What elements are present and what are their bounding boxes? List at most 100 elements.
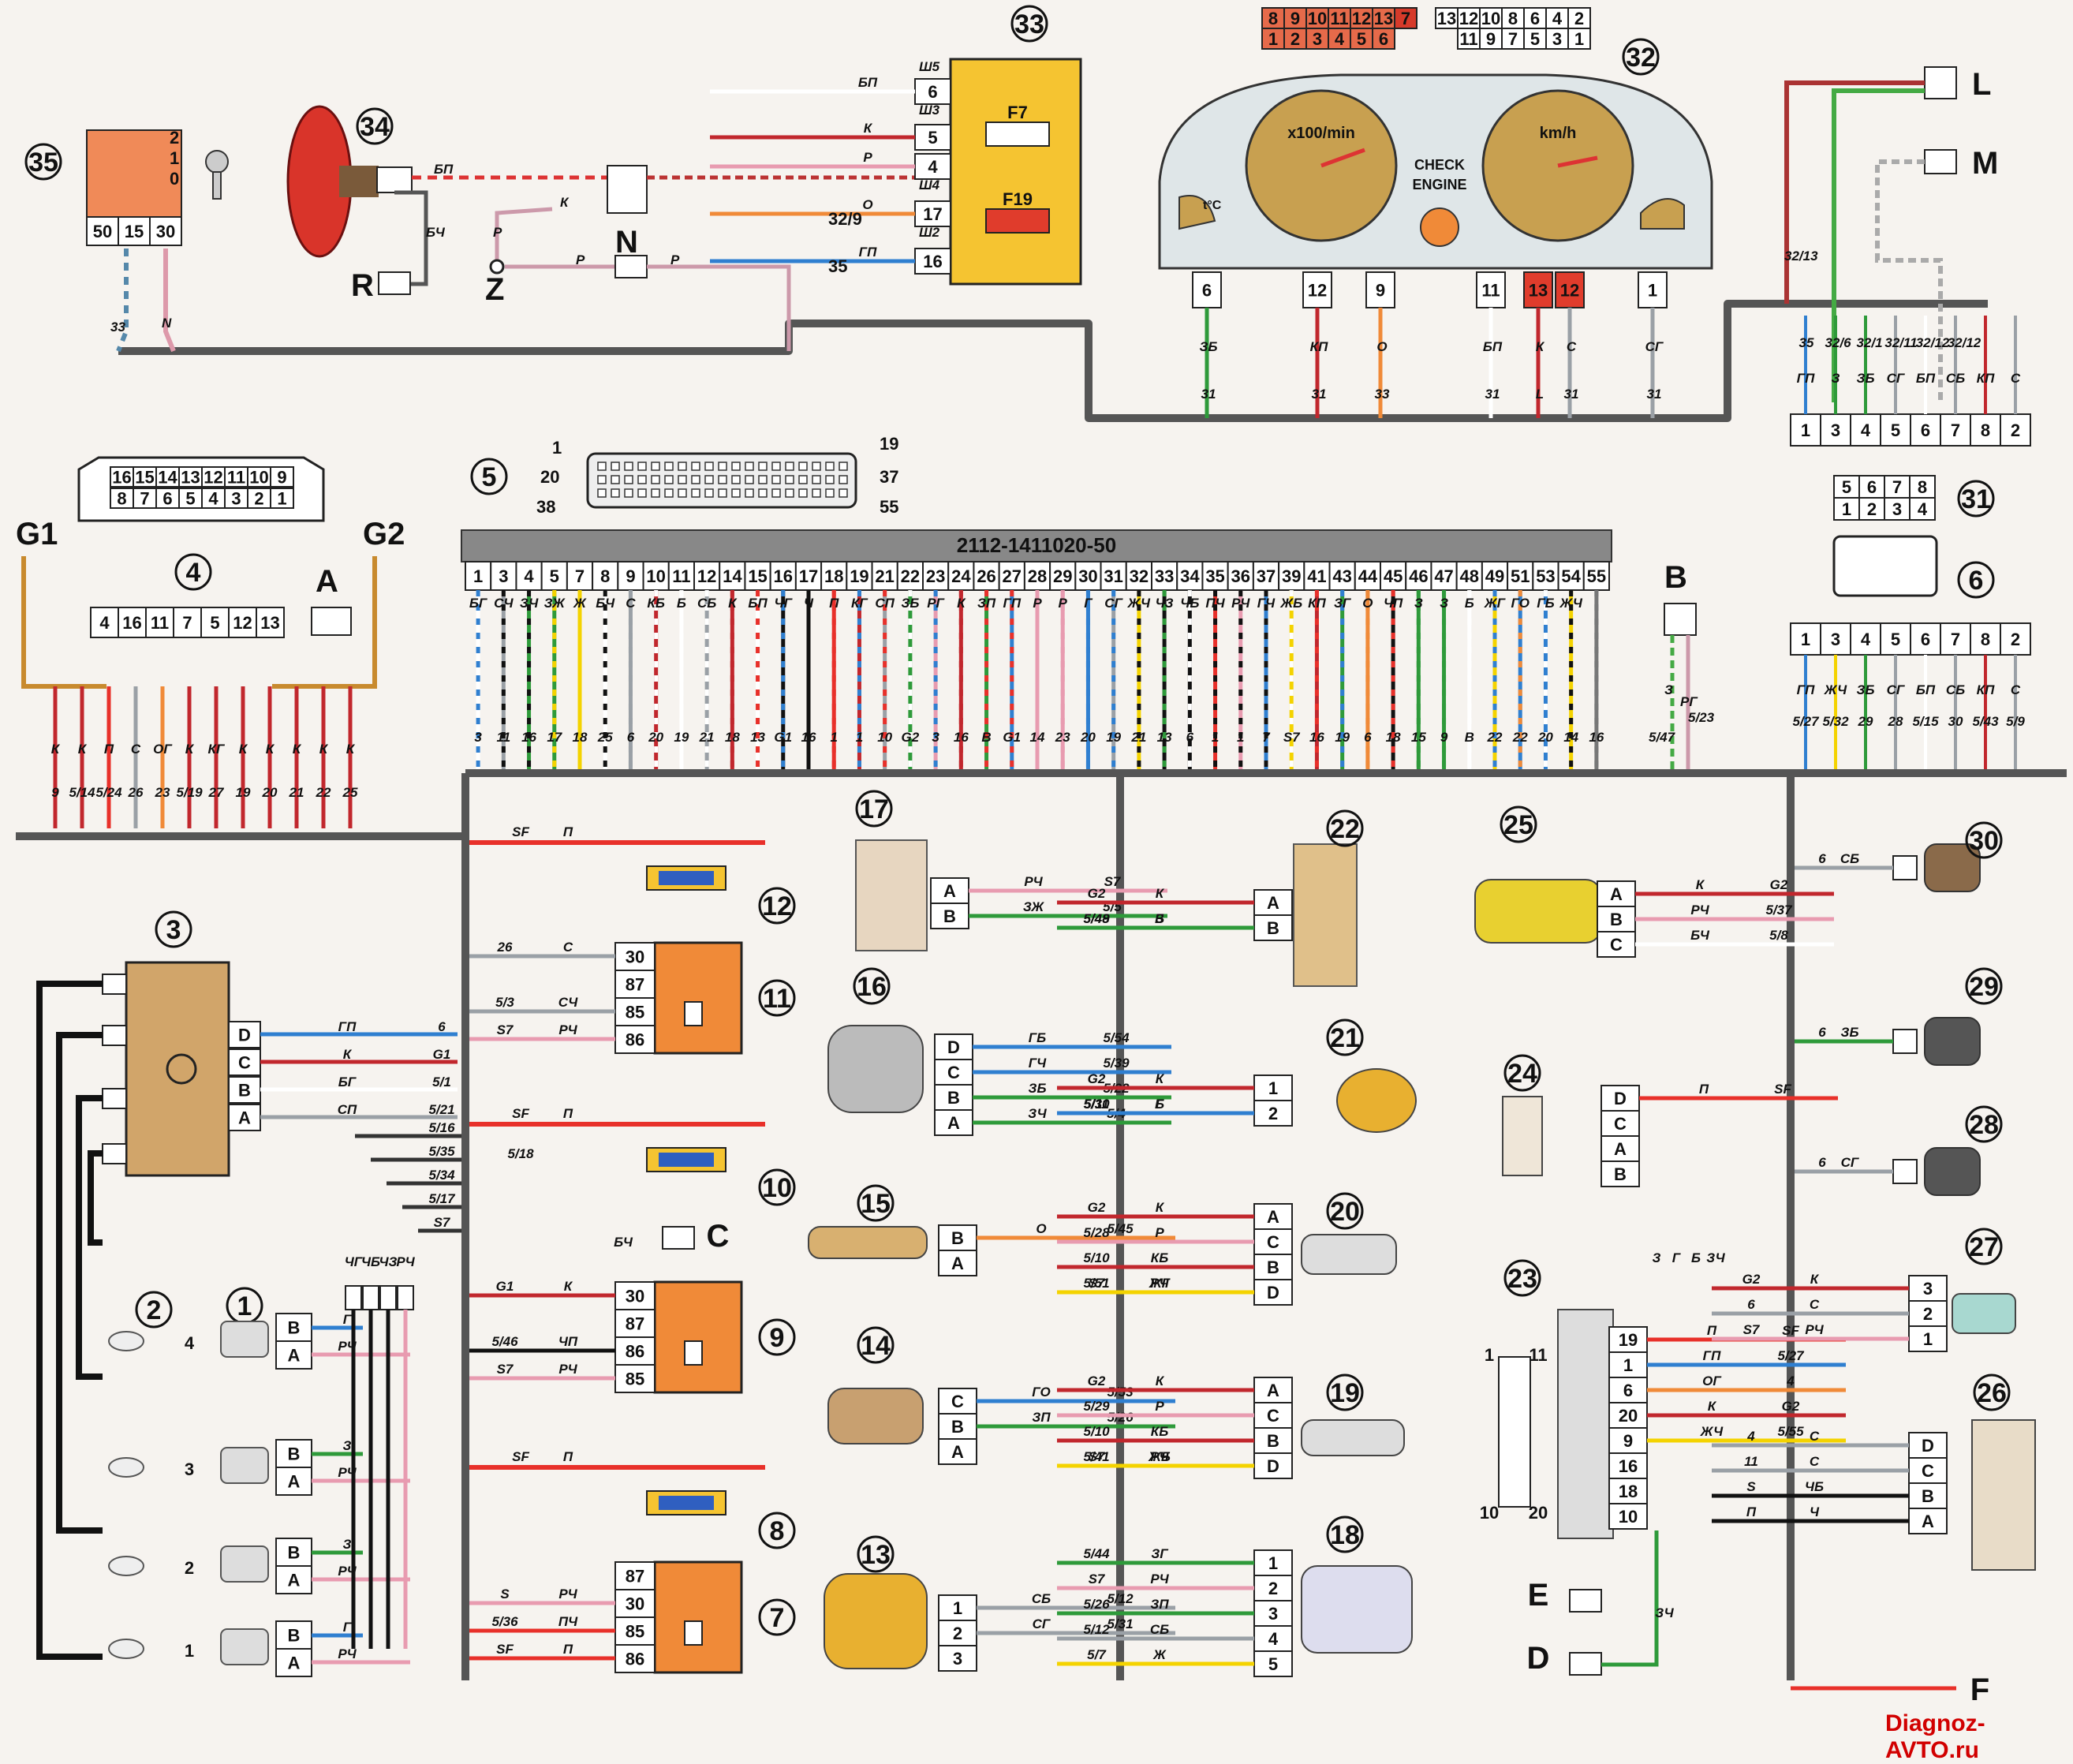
ecu-pin-hole: [611, 488, 620, 498]
wire-label: Ж: [573, 596, 587, 611]
wire-label: ГП: [1003, 596, 1021, 611]
wire-dest: 27: [208, 785, 225, 800]
ecu-pin: [1125, 561, 1153, 591]
pin-label: B: [951, 1228, 964, 1248]
label-circle: [857, 1535, 895, 1573]
fuse-label: F19: [1003, 189, 1033, 209]
ecu-pin-hole: [771, 488, 781, 498]
wire-dest: 14: [1563, 730, 1578, 745]
wire-label: СЧ: [494, 596, 514, 611]
sensor-pin: [1253, 914, 1293, 941]
ecu-pin-hole: [798, 488, 808, 498]
wire-dest: 7: [1262, 730, 1271, 745]
pin-label: A: [951, 1442, 964, 1462]
label-circle: [1965, 1105, 2003, 1143]
pin-label: 7: [575, 566, 585, 586]
wire-dest: G1: [433, 1047, 451, 1062]
pin-label: 7: [1951, 630, 1960, 649]
pin-label: C: [951, 1392, 964, 1411]
wire-label: СБ: [1946, 682, 1965, 697]
wire-label: КБ: [1151, 1424, 1169, 1439]
pin-label: 85: [626, 1003, 644, 1022]
ecu-pin-hole: [597, 462, 607, 471]
wire-label: О: [1376, 339, 1387, 354]
ecu-pin-hole: [678, 462, 687, 471]
wire-label: СБ: [697, 596, 716, 611]
white-pin: [1567, 28, 1591, 50]
pin-label: 30: [626, 1287, 644, 1306]
pin-label: 86: [626, 1342, 644, 1362]
wire-dest: 5/15: [1912, 714, 1939, 729]
wire-label: З: [1156, 911, 1164, 926]
wire-dest: 5/30: [1083, 1097, 1110, 1112]
wire-dest: 26: [497, 940, 513, 955]
pin-label: 3: [1892, 499, 1902, 519]
pin-label: 2: [1290, 29, 1300, 49]
wire-dest: 25: [597, 730, 613, 745]
pin-label: 87: [626, 975, 644, 995]
wire-label: З: [343, 1438, 352, 1453]
ecu-pin-hole: [771, 475, 781, 484]
wire-dest: 16: [1309, 730, 1324, 745]
wire-dest: 4: [1746, 1429, 1755, 1444]
label-32: 32: [1626, 43, 1656, 73]
wire-label: С: [2011, 371, 2021, 386]
wire-label: К: [560, 195, 570, 210]
bundle-pin: [397, 1285, 414, 1310]
sensor-body: [1924, 1147, 1981, 1196]
wire-label: ЗЧ: [1028, 1106, 1047, 1121]
sensor-pin: [938, 1413, 977, 1440]
connector-N: N К Р Z Р Р: [485, 165, 915, 351]
label-circle: [857, 1184, 895, 1222]
wire-label: КП: [1977, 682, 1995, 697]
pin-label: 3: [1552, 29, 1562, 49]
ecu-block-23: [1557, 1309, 1614, 1539]
pin-label: 5: [1891, 420, 1900, 440]
ecu-pin-hole: [718, 475, 727, 484]
wire-dest: 32/1: [1856, 335, 1882, 350]
pin-label: 1: [1268, 1553, 1278, 1573]
block-label: Ш3: [919, 103, 940, 118]
wire-label: 32/9: [828, 209, 862, 229]
wire-dest: 23: [155, 785, 170, 800]
wire-dest: 19: [1335, 730, 1350, 745]
wire-dest: S7: [497, 1362, 514, 1377]
wire-dest: 5/45: [1107, 1221, 1134, 1236]
sensor-label: 25: [1503, 810, 1533, 840]
wire-label: 5/23: [1688, 710, 1715, 725]
pin-label: C: [1610, 935, 1623, 955]
ignition-switch: 35 2 1 0 50 15 30 33 N: [24, 128, 229, 353]
pin-label: 13: [181, 468, 200, 488]
wire-dest: 13: [750, 730, 765, 745]
wire-label: ЗЧ: [1706, 1250, 1725, 1265]
wire-dest: 5/41: [1083, 1449, 1109, 1464]
pin-label: 10: [1308, 9, 1327, 28]
pin-label: B: [238, 1081, 251, 1101]
wire-label: Р: [1033, 596, 1042, 611]
pin-label: 5: [1891, 630, 1900, 649]
diag-conn-pin: [118, 607, 147, 638]
pin-label: 6: [1379, 29, 1388, 49]
pin-label: 9: [1623, 1431, 1633, 1451]
injector-icon: [220, 1545, 269, 1583]
pin-label: 30: [1078, 566, 1097, 586]
sensor-pin: [1253, 1203, 1293, 1230]
pin-label: 17: [923, 204, 942, 224]
wire-label: РЧ: [1024, 874, 1043, 889]
wire-label: ГЧ: [1257, 596, 1276, 611]
ecu-pin: [1328, 561, 1356, 591]
label-3: 3: [166, 915, 181, 945]
wire-label: РЧ: [558, 1586, 577, 1601]
diag-conn-pin: [145, 607, 174, 638]
sensor-label: 27: [1969, 1232, 1999, 1262]
wire-dest: SF: [512, 824, 529, 839]
conn6-pin: [1850, 622, 1881, 656]
wire-dest: SF: [1782, 1323, 1799, 1338]
pin-label: 6: [1921, 630, 1930, 649]
pin-label: 12: [1459, 9, 1478, 28]
wire-label: Р: [1155, 1225, 1164, 1240]
ecu-pin-hole: [637, 462, 647, 471]
ecu-pin-hole: [839, 462, 848, 471]
